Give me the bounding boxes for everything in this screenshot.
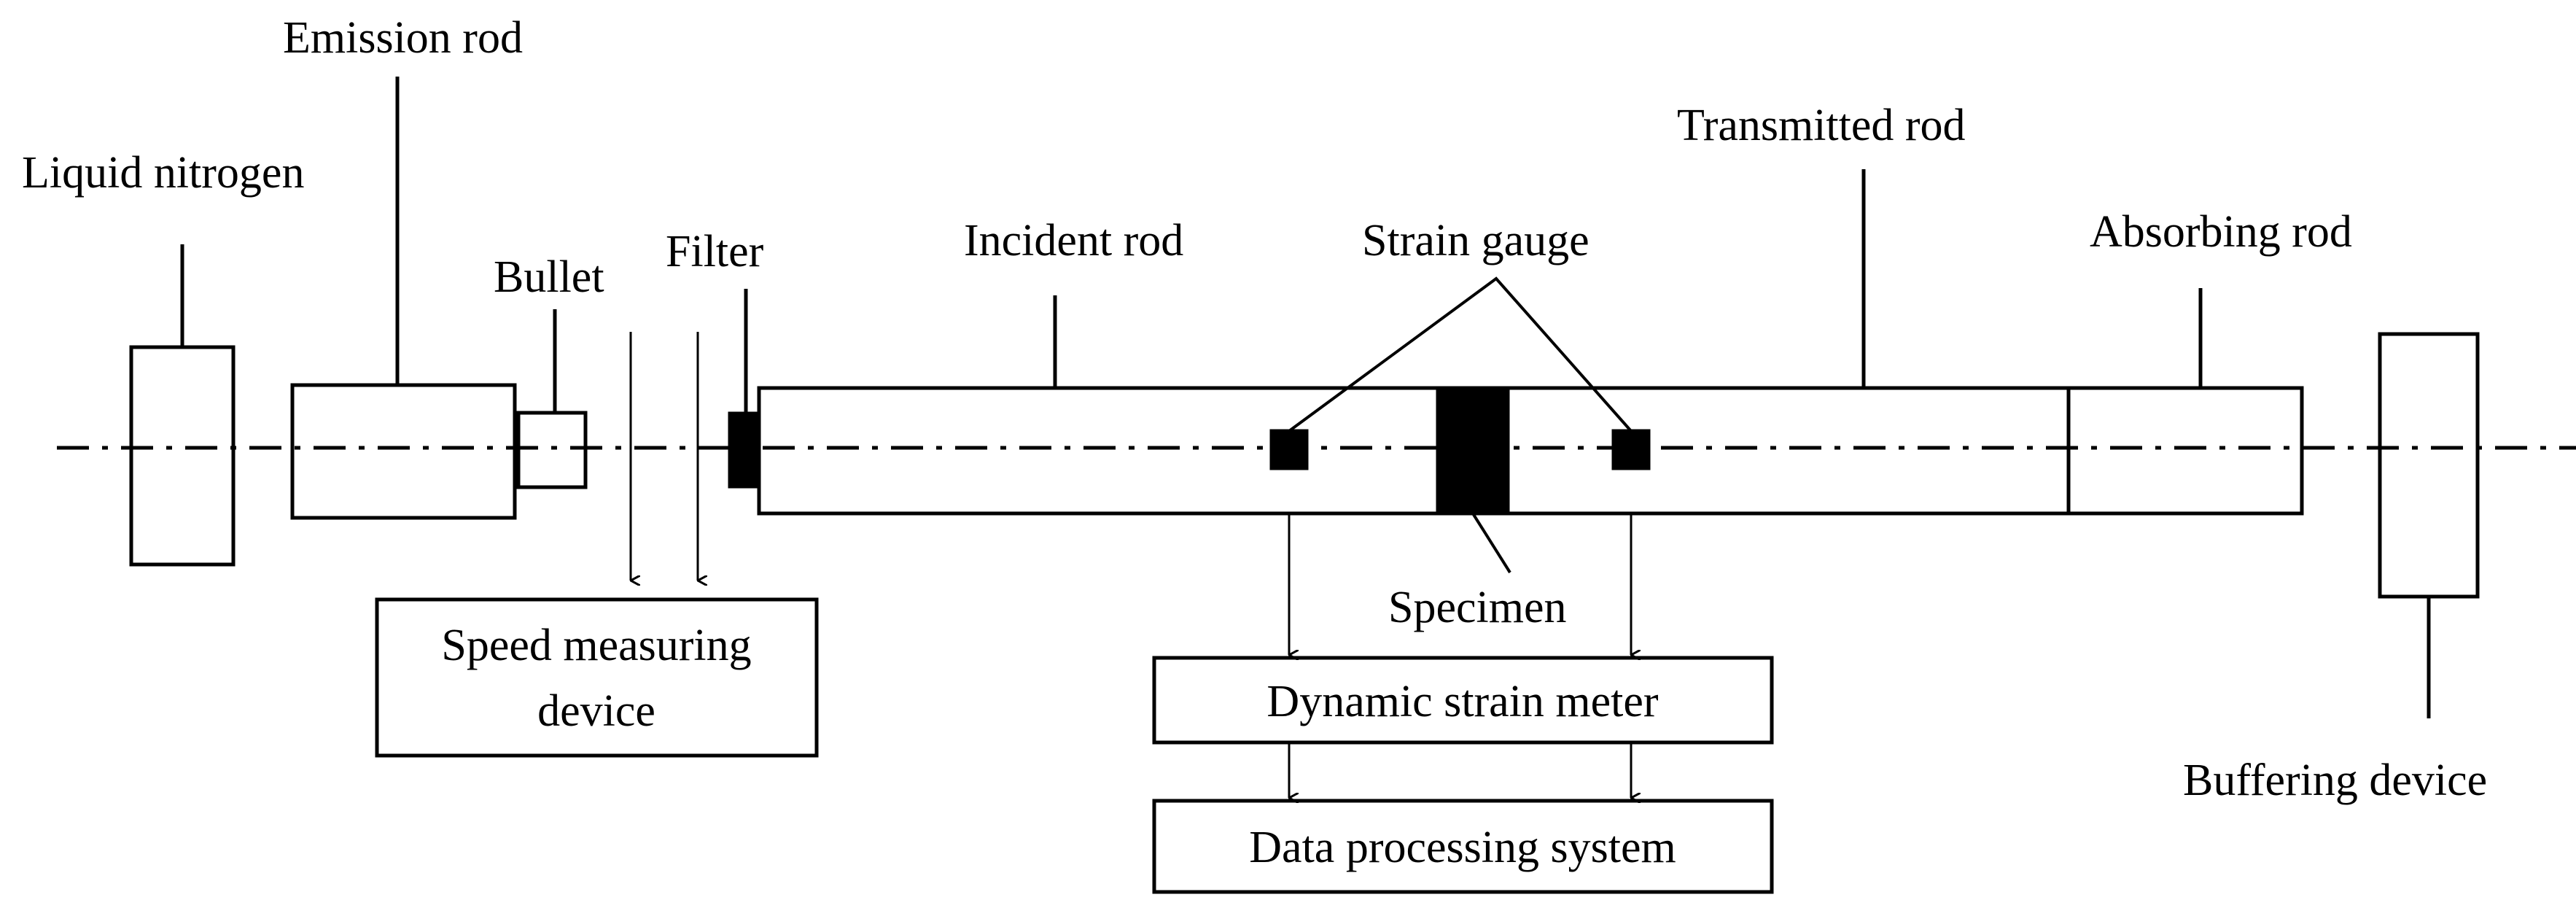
speed-device-label-line1: Speed measuring bbox=[441, 621, 751, 670]
liquid-nitrogen-container bbox=[129, 345, 236, 567]
incident-transmitted-rod bbox=[757, 386, 2071, 516]
label-transmitted-rod: Transmitted rod bbox=[1677, 101, 1966, 150]
label-strain-gauge: Strain gauge bbox=[1362, 216, 1589, 265]
strain-gauge-right bbox=[1611, 429, 1651, 470]
dynamic-strain-meter-label: Dynamic strain meter bbox=[1266, 677, 1658, 726]
speed-measuring-device-box bbox=[375, 597, 819, 758]
strain-gauge-leaders bbox=[1288, 276, 1633, 432]
label-buffering-device: Buffering device bbox=[2183, 756, 2487, 805]
filter bbox=[728, 411, 760, 489]
specimen bbox=[1436, 386, 1510, 516]
speed-device-label-line2: device bbox=[537, 686, 655, 736]
label-filter: Filter bbox=[666, 227, 764, 276]
emission-rod bbox=[290, 383, 517, 520]
specimen-leader bbox=[1471, 512, 1511, 574]
strain-gauge-left bbox=[1269, 429, 1309, 470]
buffering-device bbox=[2378, 332, 2480, 599]
label-bullet: Bullet bbox=[494, 252, 604, 302]
label-emission-rod: Emission rod bbox=[283, 13, 523, 63]
data-processing-system-box bbox=[1152, 799, 1774, 894]
label-liquid-nitrogen: Liquid nitrogen bbox=[22, 148, 304, 198]
label-specimen: Specimen bbox=[1388, 583, 1567, 632]
label-absorbing-rod: Absorbing rod bbox=[2090, 207, 2352, 257]
absorbing-rod bbox=[2066, 386, 2304, 516]
bullet bbox=[516, 411, 588, 489]
dynamic-strain-meter-box bbox=[1152, 656, 1774, 745]
label-incident-rod: Incident rod bbox=[964, 216, 1183, 265]
data-processing-system-label: Data processing system bbox=[1249, 823, 1676, 872]
